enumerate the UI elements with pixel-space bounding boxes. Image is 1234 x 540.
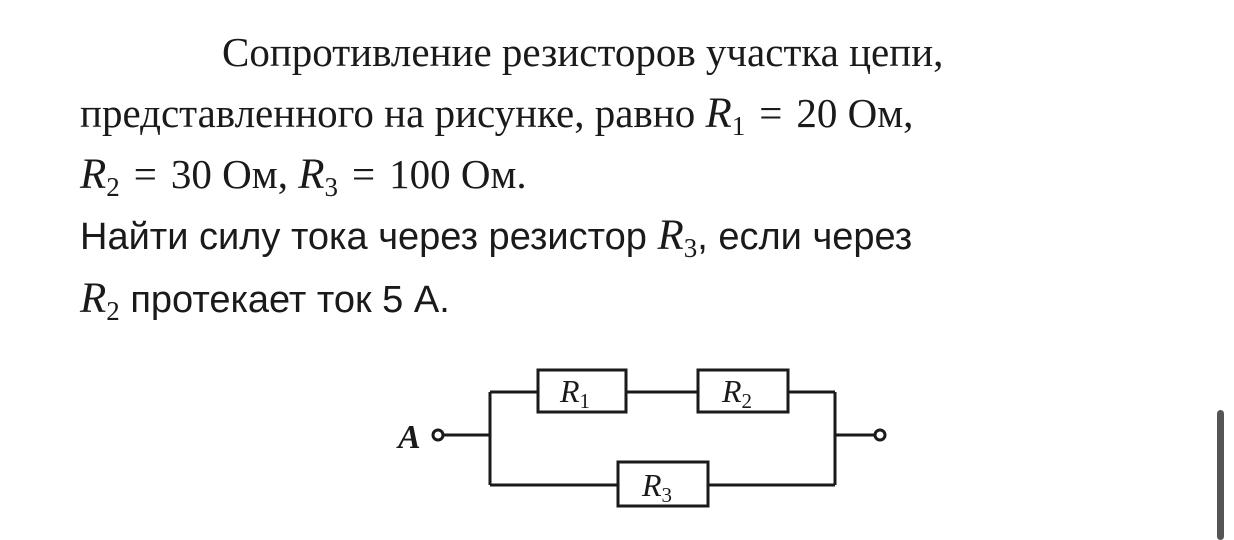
r1-symbol: R1 — [705, 90, 746, 141]
r3-symbol: R3 — [298, 151, 338, 202]
problem-text-segment: протекает ток 5 А. — [119, 279, 450, 321]
terminal-b-node — [873, 428, 887, 442]
terminal-a-node — [431, 428, 445, 442]
problem-line-2: представленного на рисунке, равно R1 = 20 … — [80, 83, 1200, 144]
r1-value: 20 Ом, — [796, 90, 914, 136]
r2-symbol: R2 — [80, 151, 120, 202]
equals-sign: = — [352, 151, 376, 197]
r3-symbol: R3 — [657, 212, 698, 263]
r2-symbol: R2 — [80, 275, 120, 326]
r2-label: R2 — [721, 373, 752, 413]
r2-value: 30 Ом, — [170, 151, 288, 197]
r3-value: 100 Ом. — [389, 151, 527, 197]
terminal-label-a: A — [396, 419, 421, 456]
r1-label: R1 — [559, 373, 590, 413]
problem-text-segment: представленного на рисунке, равно — [80, 90, 706, 136]
equals-sign: = — [759, 90, 783, 136]
circuit-diagram: A R1 R2 R3 — [396, 368, 887, 508]
equals-sign: = — [133, 151, 157, 197]
vertical-scrollbar[interactable] — [1217, 410, 1224, 540]
problem-line-1: Сопротивление резисторов участка цепи, — [80, 22, 1200, 83]
problem-text-segment: , если через — [697, 216, 913, 258]
problem-line-4: Найти силу тока через резистор R3, если … — [80, 205, 1200, 268]
r3-label: R3 — [641, 467, 672, 507]
problem-line-5: R2 протекает ток 5 А. — [80, 268, 1200, 331]
problem-text-segment: Сопротивление резисторов участка цепи, — [222, 29, 944, 75]
problem-text-segment: Найти силу тока через резистор — [80, 216, 658, 258]
problem-line-3: R2 = 30 Ом, R3 = 100 Ом. — [80, 144, 1200, 205]
problem-text: Сопротивление резисторов участка цепи, п… — [80, 22, 1200, 331]
